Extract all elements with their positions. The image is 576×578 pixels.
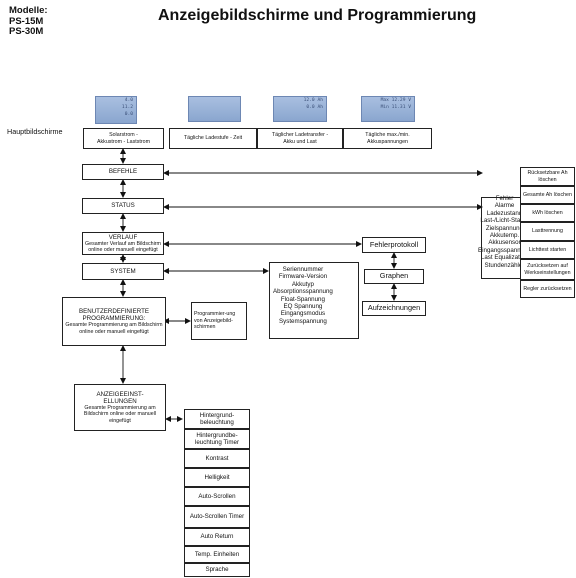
lcd-value: 11.2 [121,105,133,110]
befehle-item[interactable]: Regler zurücksetzen [520,280,575,298]
system-list-box: Seriennummer Firmware-Version Akkutyp Ab… [269,262,359,339]
models-label: Modelle: [9,5,48,16]
lcd-screen-1: 4.0 11.2 0.0 [95,96,137,124]
system-item: Eingangsmodus [280,310,326,318]
anzeige-description: Gesamte Programmierung am Bildschirm onl… [83,405,157,424]
befehle-item[interactable]: Zurücksetzen auf Werkseinstellungen [520,259,575,280]
screen-label: Tägliche Ladestufe - Zeit [183,135,243,142]
lcd-value: 4.0 [124,98,133,103]
lcd-screen-3: 12.0 Ah 0.0 Ah [273,96,327,122]
lcd-screen-4: Max 12.29 V Min 11.31 V [361,96,415,122]
system-item: Absorptionsspannung [273,288,333,296]
main-screen-ladestufe[interactable]: Tägliche Ladestufe - Zeit [169,128,257,149]
anzeige-title: ANZEIGEEINST- [96,390,144,398]
lcd-value: Min 11.31 V [380,105,411,110]
model-ps30m: PS-30M [9,26,44,37]
display-setting-auto-scrollen-timer[interactable]: Auto-Scrollen Timer [184,506,250,528]
display-setting-hintergrund-timer[interactable]: Hintergrundbe-leuchtung Timer [184,429,250,449]
befehle-item[interactable]: Gesamte Ah löschen [520,186,575,204]
menu-benutzerdefiniert[interactable]: BENUTZERDEFINIERTE PROGRAMMIERUNG: Gesam… [62,297,166,346]
screen-label: Täglicher Ladetransfer - [271,132,329,139]
graphen-box[interactable]: Graphen [364,269,424,284]
befehle-item[interactable]: Rücksetzbare Ah löschen [520,167,575,186]
lcd-value: 12.0 Ah [303,98,323,103]
status-item: Fehler [495,195,514,202]
status-item: Eingangsspannung [478,246,531,254]
menu-verlauf[interactable]: VERLAUF Gesamter Verlauf am Bildschirm o… [82,232,164,255]
lcd-value: 0.0 Ah [306,105,323,110]
display-setting-auto-return[interactable]: Auto Return [184,528,250,546]
status-item: Ladezustand [486,209,523,217]
lcd-value: 0.0 [124,112,133,117]
system-item: Float-Spannung [280,295,325,303]
status-item: Akkutemp. [489,232,520,240]
status-item: Last Equalization [480,254,529,262]
main-screen-akkuspannung[interactable]: Tägliche max./min. Akkuspannungen [343,128,432,149]
screen-label: Akku und Last [283,138,317,145]
display-setting-kontrast[interactable]: Kontrast [184,449,250,468]
programmierung-box[interactable]: Programmier-ung von Anzeigebild-schirmen [191,302,247,340]
model-ps15m: PS-15M [9,15,44,27]
lcd-value: Max 12.29 V [380,98,411,103]
system-list: Seriennummer Firmware-Version Akkutyp Ab… [273,266,333,325]
screen-label: Solarstrom - [109,132,138,139]
main-screen-ladetransfer[interactable]: Täglicher Ladetransfer - Akku und Last [257,128,343,149]
system-item: EQ Spannung [283,303,323,311]
aufzeichnungen-box[interactable]: Aufzeichnungen [362,301,426,316]
menu-status[interactable]: STATUS [82,198,164,214]
system-item: Firmware-Version [278,273,328,281]
fehlerprotokoll-box[interactable]: Fehlerprotokoll [362,237,426,253]
status-list: Fehler Alarme Ladezustand Last-/Licht-St… [478,195,531,269]
status-item: Stundenzähler [484,261,525,269]
screen-label: Akkuspannungen [367,138,408,145]
display-setting-temp-einheiten[interactable]: Temp. Einheiten [184,546,250,563]
system-item: Akkutyp [291,280,314,288]
menu-anzeigeeinstellungen[interactable]: ANZEIGEEINST- ELLUNGEN Gesamte Programmi… [74,384,166,431]
status-item: Last-/Licht-Status [480,217,529,225]
model-list: Modelle: PS-15M PS-30M [9,5,48,38]
verlauf-description: Gesamter Verlauf am Bildschirm online od… [85,240,161,254]
befehle-item[interactable]: kWh löschen [520,204,575,222]
status-item: Alarme [494,202,515,210]
screen-label: Tägliche max./min. [365,132,410,139]
display-setting-hintergrund[interactable]: Hintergrund-beleuchtung [184,409,250,429]
system-item: Seriennummer [282,266,324,273]
main-screen-solar[interactable]: Solarstrom - Akkustrom - Laststrom [83,128,164,149]
anzeige-title: ELLUNGEN [103,397,137,405]
page-title: Anzeigebildschirme und Programmierung [158,7,477,24]
verlauf-title: VERLAUF [108,233,138,241]
lcd-screen-2 [188,96,241,122]
menu-befehle[interactable]: BEFEHLE [82,164,164,180]
benutzer-title: BENUTZERDEFINIERTE PROGRAMMIERUNG: [78,308,150,323]
screen-label: Akkustrom - Laststrom [97,138,150,145]
benutzer-description: Gesamte Programmierung am Bildschirm onl… [65,322,163,335]
display-setting-sprache[interactable]: Sprache [184,563,250,577]
befehle-item[interactable]: Lasttrennung [520,222,575,241]
display-setting-helligkeit[interactable]: Helligkeit [184,468,250,487]
main-screens-label: Hauptbildschirme [7,127,63,136]
status-item: Zielspannung [485,224,524,232]
status-item: Akkusensor [488,239,521,247]
display-setting-auto-scrollen[interactable]: Auto-Scrollen [184,487,250,506]
befehle-item[interactable]: Lichttest starten [520,241,575,259]
system-item: Systemspannung [279,317,327,325]
menu-system[interactable]: SYSTEM [82,263,164,280]
